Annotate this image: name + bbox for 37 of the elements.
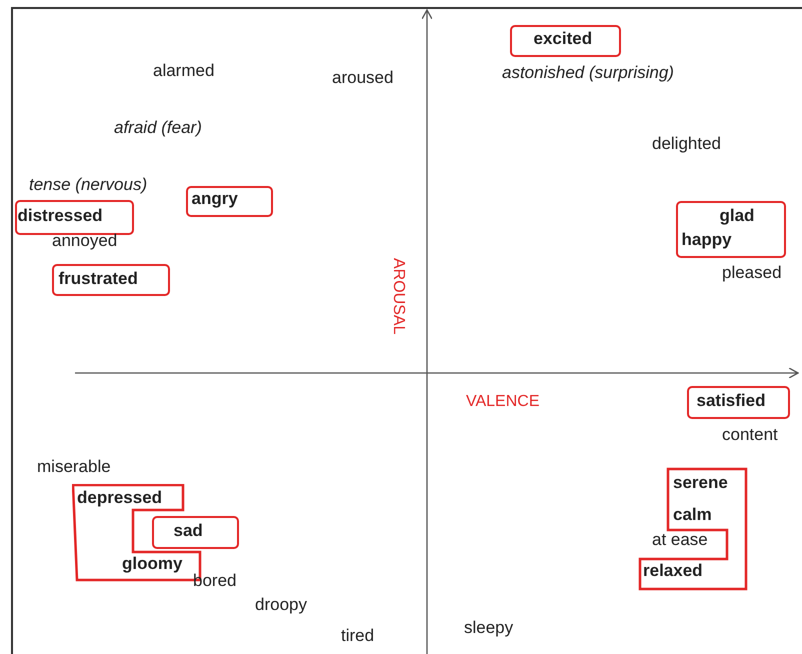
highlight-box xyxy=(52,264,170,296)
emotion-word: bored xyxy=(193,571,236,591)
emotion-word: happy xyxy=(682,230,732,250)
emotion-word: glad xyxy=(720,206,754,226)
emotion-word: content xyxy=(722,425,778,445)
emotion-word: serene xyxy=(673,473,728,493)
emotion-word: annoyed xyxy=(52,231,118,251)
axis-label: VALENCE xyxy=(466,392,540,412)
emotion-word: excited xyxy=(534,28,592,48)
emotion-word: miserable xyxy=(37,457,111,477)
emotion-word: sad xyxy=(174,520,203,540)
highlight-box xyxy=(676,201,786,258)
emotion-word: droopy xyxy=(255,595,307,615)
emotion-word: pleased xyxy=(722,263,782,283)
emotion-word: angry xyxy=(192,188,238,208)
highlight-box xyxy=(186,186,273,217)
emotion-word: afraid (fear) xyxy=(114,118,202,138)
emotion-word: tense (nervous) xyxy=(29,175,148,195)
emotion-word: at ease xyxy=(652,530,708,550)
emotion-word: calm xyxy=(673,505,712,525)
emotion-word: depressed xyxy=(77,488,162,508)
emotion-word: aroused xyxy=(332,68,394,88)
highlight-box xyxy=(510,25,621,57)
highlight-box xyxy=(152,516,239,549)
emotion-word: tired xyxy=(341,626,374,646)
emotion-word: frustrated xyxy=(58,268,138,288)
highlight-box xyxy=(15,200,134,235)
emotion-word: gloomy xyxy=(122,554,182,574)
axis-label: AROUSAL xyxy=(389,258,408,334)
emotion-word: sleepy xyxy=(464,618,514,638)
emotion-word: astonished (surprising) xyxy=(502,63,674,83)
highlight-box xyxy=(687,386,790,419)
emotion-word: satisfied xyxy=(696,390,766,410)
emotion-word: alarmed xyxy=(153,61,214,81)
emotion-word: delighted xyxy=(652,134,722,154)
emotion-word: distressed xyxy=(18,206,103,226)
emotion-word: relaxed xyxy=(643,561,703,581)
